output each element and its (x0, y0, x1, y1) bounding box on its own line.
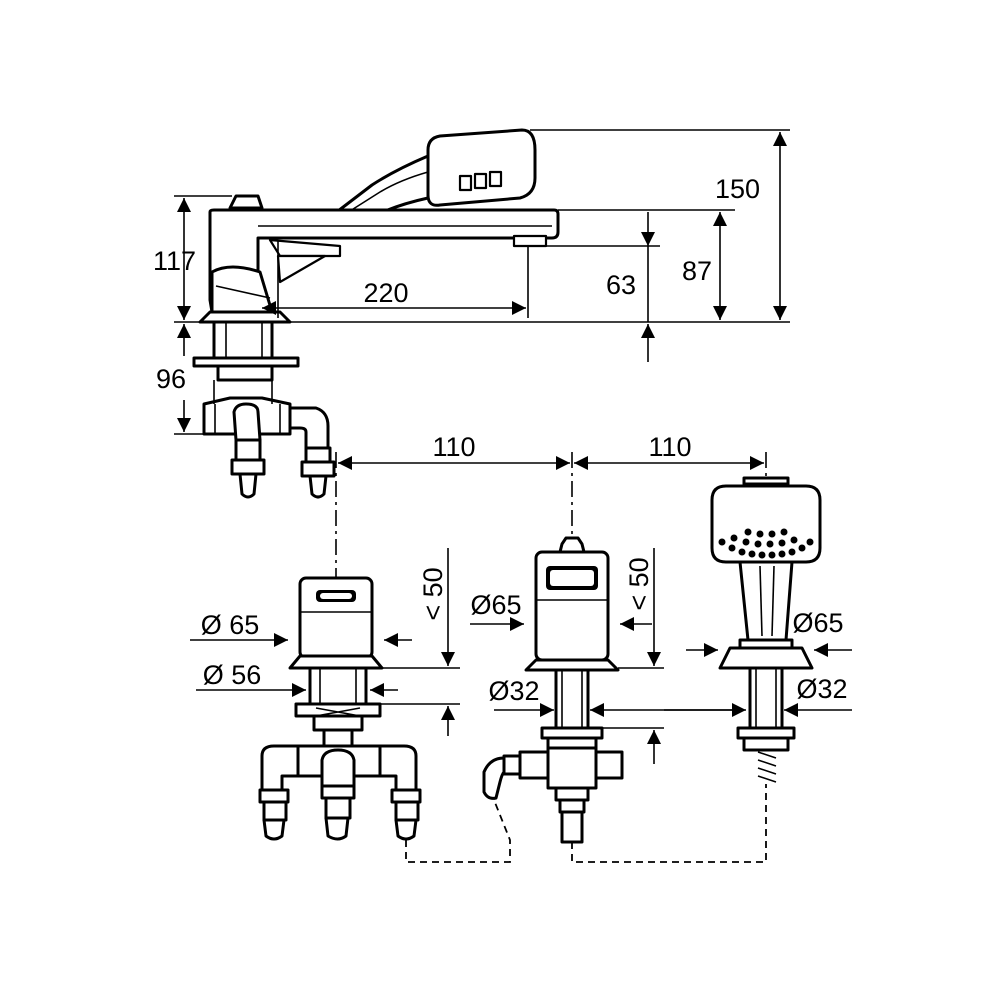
dim-117: 117 (153, 246, 196, 276)
connector (304, 446, 332, 464)
dim-rosette-left: Ø 65 (201, 610, 260, 640)
dim-87: 87 (682, 256, 712, 286)
handspray-head (426, 128, 537, 207)
spray-button (488, 170, 503, 188)
shank (308, 666, 368, 706)
rosette (718, 646, 814, 670)
spout-assembly (192, 128, 560, 499)
dim-shank-middle: Ø32 (488, 676, 539, 706)
left-valve-assembly (258, 576, 422, 841)
dim-deck-left: < 50 (418, 567, 448, 620)
shank (748, 666, 784, 730)
lock-washer (294, 702, 382, 718)
dim-110-left: 110 (432, 432, 475, 462)
lever-knob (228, 194, 264, 210)
dim-220: 220 (363, 278, 408, 308)
dim-110-right: 110 (648, 432, 691, 462)
connector (262, 800, 288, 822)
dim-63: 63 (606, 270, 636, 300)
connector (324, 796, 352, 820)
hose-elbow (482, 756, 506, 800)
spray-button (473, 172, 488, 190)
manifold-right (378, 744, 418, 792)
manifold-left (260, 744, 300, 792)
flexible-hose (238, 472, 258, 499)
diverter-knob (558, 536, 586, 554)
lock-nut (216, 364, 274, 382)
check-valve (320, 748, 356, 788)
dim-rosette-middle: Ø65 (470, 590, 521, 620)
elbow (288, 406, 330, 450)
tee-block (546, 746, 598, 790)
rosette (288, 654, 384, 670)
top-dimensions: 150 117 63 87 220 96 (153, 129, 790, 435)
spray-button (458, 174, 473, 192)
dim-96: 96 (156, 364, 186, 394)
diverter-assembly (482, 536, 624, 844)
hose-line-left (405, 799, 511, 863)
mixer-body (208, 208, 560, 314)
dim-150: 150 (715, 174, 760, 204)
hose-line-right (571, 784, 767, 863)
connector (394, 800, 420, 822)
dim-deck-middle: < 50 (624, 557, 654, 610)
handspray-assembly (710, 476, 822, 783)
spray-nozzles (718, 528, 814, 559)
front-dimensions: Ø 65 Ø 56 < 50 Ø65 Ø32 < 50 Ø65 Ø32 (190, 548, 852, 764)
dim-shank-right: Ø32 (796, 674, 847, 704)
connector (234, 438, 262, 462)
shank (212, 320, 274, 360)
dim-rosette-right: Ø65 (792, 608, 843, 638)
shank (554, 668, 590, 730)
handspray-handle (336, 154, 430, 213)
threaded-end (757, 751, 777, 783)
handspray-handle (738, 560, 794, 642)
flexible-hose (308, 474, 328, 499)
dim-shank-left: Ø 56 (203, 660, 262, 690)
spout-outlet (512, 234, 548, 248)
center-lines: 110 110 (335, 432, 767, 580)
